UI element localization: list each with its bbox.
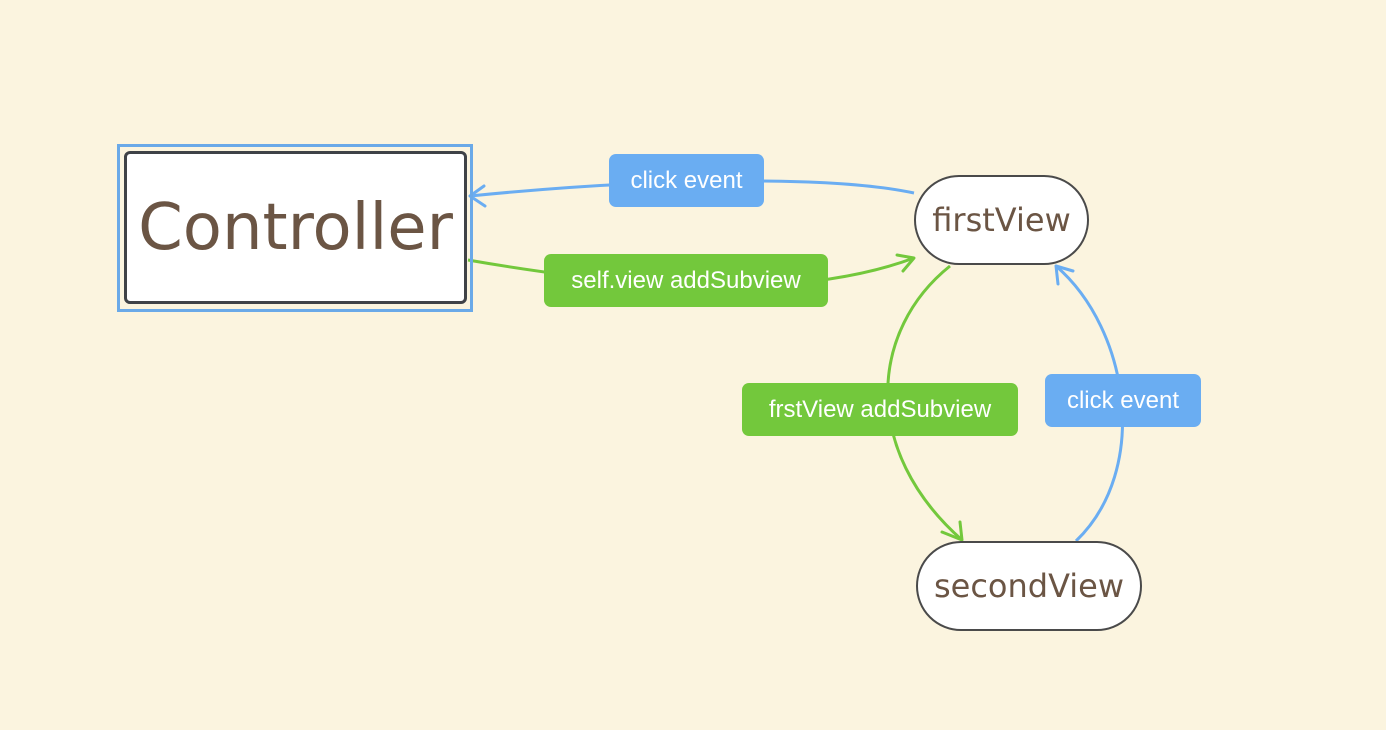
arrowhead-firstview-left xyxy=(895,253,916,273)
controller-label: Controller xyxy=(138,190,453,265)
edge-label-text: self.view addSubview xyxy=(571,266,801,294)
controller-node[interactable]: Controller xyxy=(124,151,467,304)
firstview-label: firstView xyxy=(932,201,1071,239)
edge-label-text: click event xyxy=(1066,386,1180,414)
edge-label-text: click event xyxy=(630,166,743,194)
edge-label-click-event-right[interactable]: click event xyxy=(1045,374,1201,427)
arrowhead-secondview xyxy=(940,520,964,542)
edge-label-frstview-addsubview[interactable]: frstView addSubview xyxy=(742,383,1018,436)
arrowhead-firstview-bottom xyxy=(1054,264,1075,286)
secondview-label: secondView xyxy=(933,567,1125,605)
edge-label-click-event-top[interactable]: click event xyxy=(609,154,764,207)
edge-label-text: frstView addSubview xyxy=(768,395,992,423)
edge-label-self-view-addsubview[interactable]: self.view addSubview xyxy=(544,254,828,307)
firstview-node[interactable]: firstView xyxy=(914,175,1089,265)
secondview-node[interactable]: secondView xyxy=(916,541,1142,631)
